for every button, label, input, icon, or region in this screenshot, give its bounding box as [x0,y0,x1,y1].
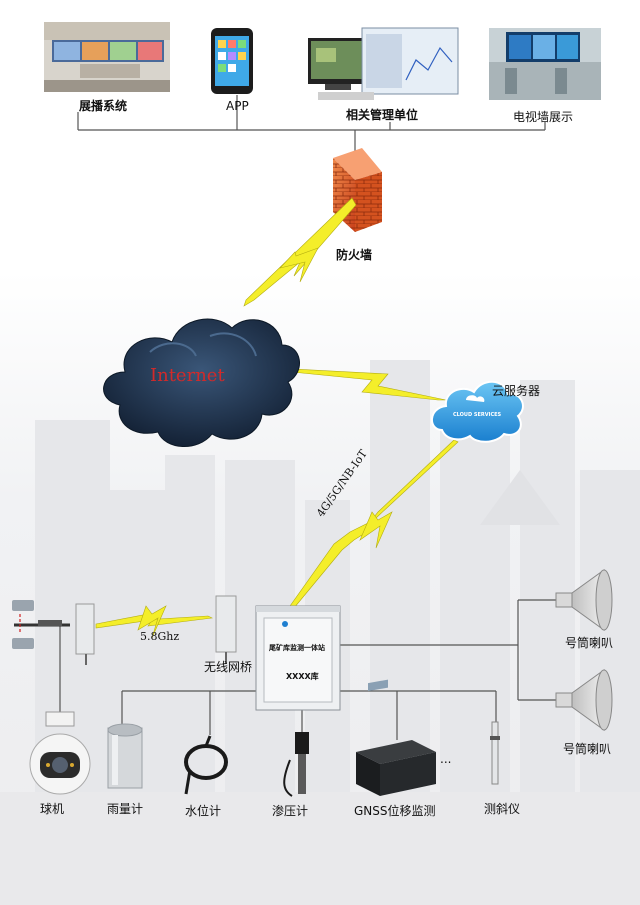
bolt-firewall-internet-mid [279,247,319,283]
camera-pole [12,600,70,649]
display-system-image [44,22,170,92]
internet-cloud-icon [103,318,300,447]
lightning-bolts [95,197,459,639]
inclinometer-icon [490,721,500,785]
top-bus [77,95,546,158]
label-wireless-bridge: 无线网桥 [204,660,253,674]
label-seepage: 渗压计 [272,804,309,818]
wireless-bridge-right-icon [215,595,237,664]
video-wall-image [489,28,601,100]
label-58ghz: 5.8Ghz [140,630,180,643]
label-management: 相关管理单位 [346,108,419,122]
label-cloud-badge: CLOUD SERVICES [453,412,502,418]
label-video-wall: 电视墙展示 [513,110,574,124]
horn-speaker-bottom-icon [555,669,613,731]
label-water-level: 水位计 [185,804,222,818]
monitoring-station-box [255,605,341,711]
seepage-meter-icon [283,732,309,797]
gnss-device-icon [356,679,436,796]
label-station-sub: XXXX库 [286,672,319,681]
label-dome-camera: 球机 [40,802,65,816]
bolt-4g-mid [359,511,393,549]
label-ellipsis: ... [440,752,452,766]
cloud-services-icon [431,380,524,443]
label-horn-2: 号筒喇叭 [563,742,612,756]
bolt-58-mid [137,605,167,639]
management-monitors-image [308,27,459,100]
app-phone-image [211,28,253,94]
wireless-bridge-left-icon [75,603,95,665]
label-cloud-server: 云服务器 [492,384,541,398]
label-station-title: 尾矿库监测一体站 [269,644,325,652]
label-gnss: GNSS位移监测 [354,804,436,818]
label-horn-1: 号筒喇叭 [565,636,614,650]
label-internet: Internet [150,365,225,386]
label-app: APP [226,99,249,113]
rain-gauge-icon [107,723,143,789]
label-inclinometer: 测斜仪 [484,802,521,816]
label-display-system: 展播系统 [79,99,128,113]
water-level-sensor-icon [184,735,228,795]
bolt-firewall-internet [243,197,357,307]
dome-camera-icon [29,711,91,795]
horn-speaker-top-icon [555,569,613,631]
ground [0,792,640,905]
label-rain-gauge: 雨量计 [107,802,144,816]
label-firewall: 防火墙 [336,248,373,262]
